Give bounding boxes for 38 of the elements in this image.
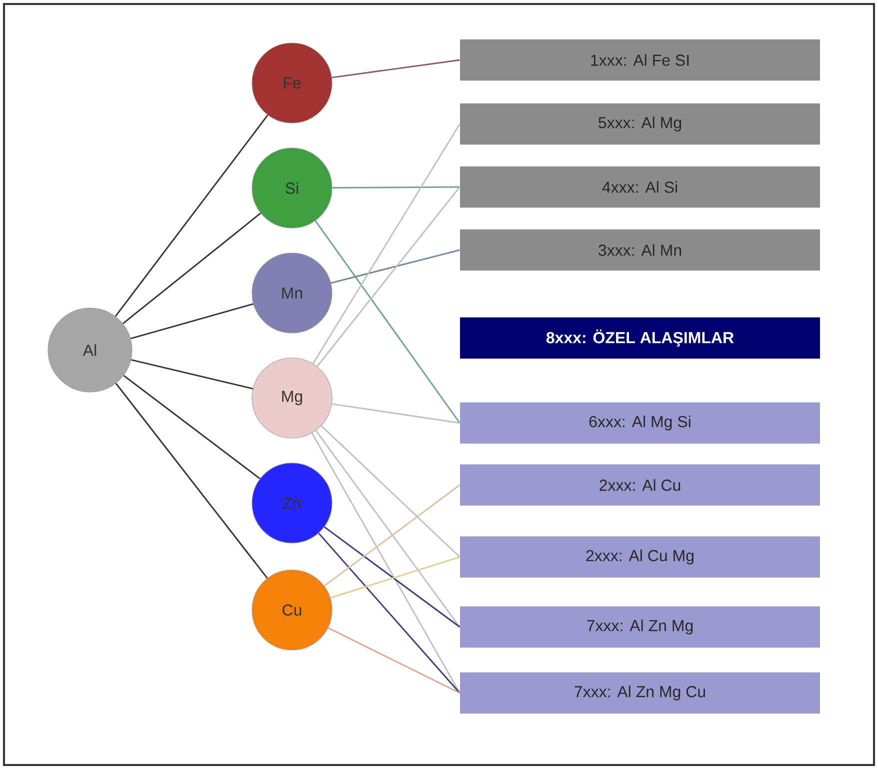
connector-line [330, 556, 460, 599]
connector-line [324, 526, 460, 628]
connector-line [330, 249, 460, 284]
connector-line [115, 382, 268, 579]
connector-line [332, 59, 460, 78]
element-ball: Fe [252, 42, 332, 124]
element-ball: Zn [252, 462, 332, 544]
connector-line [328, 627, 460, 694]
alloy-box: 7xxx: Al Zn Mg [460, 606, 820, 648]
connector-line [122, 212, 262, 324]
element-ball: Cu [252, 570, 332, 650]
element-ball: Mg [252, 358, 332, 438]
element-ball: Al [48, 308, 132, 392]
connector-line [311, 432, 460, 694]
connector-line [315, 430, 460, 628]
connector-line [114, 114, 268, 317]
connector-line [332, 186, 460, 188]
alloy-box: 7xxx: Al Zn Mg Cu [460, 672, 820, 714]
connector-line [312, 124, 460, 364]
alloy-box: 1xxx: Al Fe SI [460, 39, 820, 81]
connector-line [130, 303, 254, 340]
connector-line [320, 425, 460, 558]
connector-line [123, 374, 260, 480]
alloy-box: 8xxx: ÖZEL ALAŞIMLAR [460, 317, 820, 359]
connector-line [316, 186, 460, 367]
alloy-box: 5xxx: Al Mg [460, 103, 820, 145]
connector-line [324, 484, 460, 587]
connector-line [332, 403, 460, 424]
alloy-box: 2xxx: Al Cu Mg [460, 536, 820, 578]
connector-line [314, 220, 460, 424]
alloy-box: 6xxx: Al Mg Si [460, 402, 820, 444]
alloy-box: 4xxx: Al Si [460, 166, 820, 208]
alloy-box: 2xxx: Al Cu [460, 464, 820, 506]
alloy-box: 3xxx: Al Mn [460, 229, 820, 271]
connector-line [318, 532, 460, 694]
element-ball: Mn [252, 252, 332, 334]
connector-line [130, 359, 253, 390]
element-ball: Si [252, 148, 332, 228]
